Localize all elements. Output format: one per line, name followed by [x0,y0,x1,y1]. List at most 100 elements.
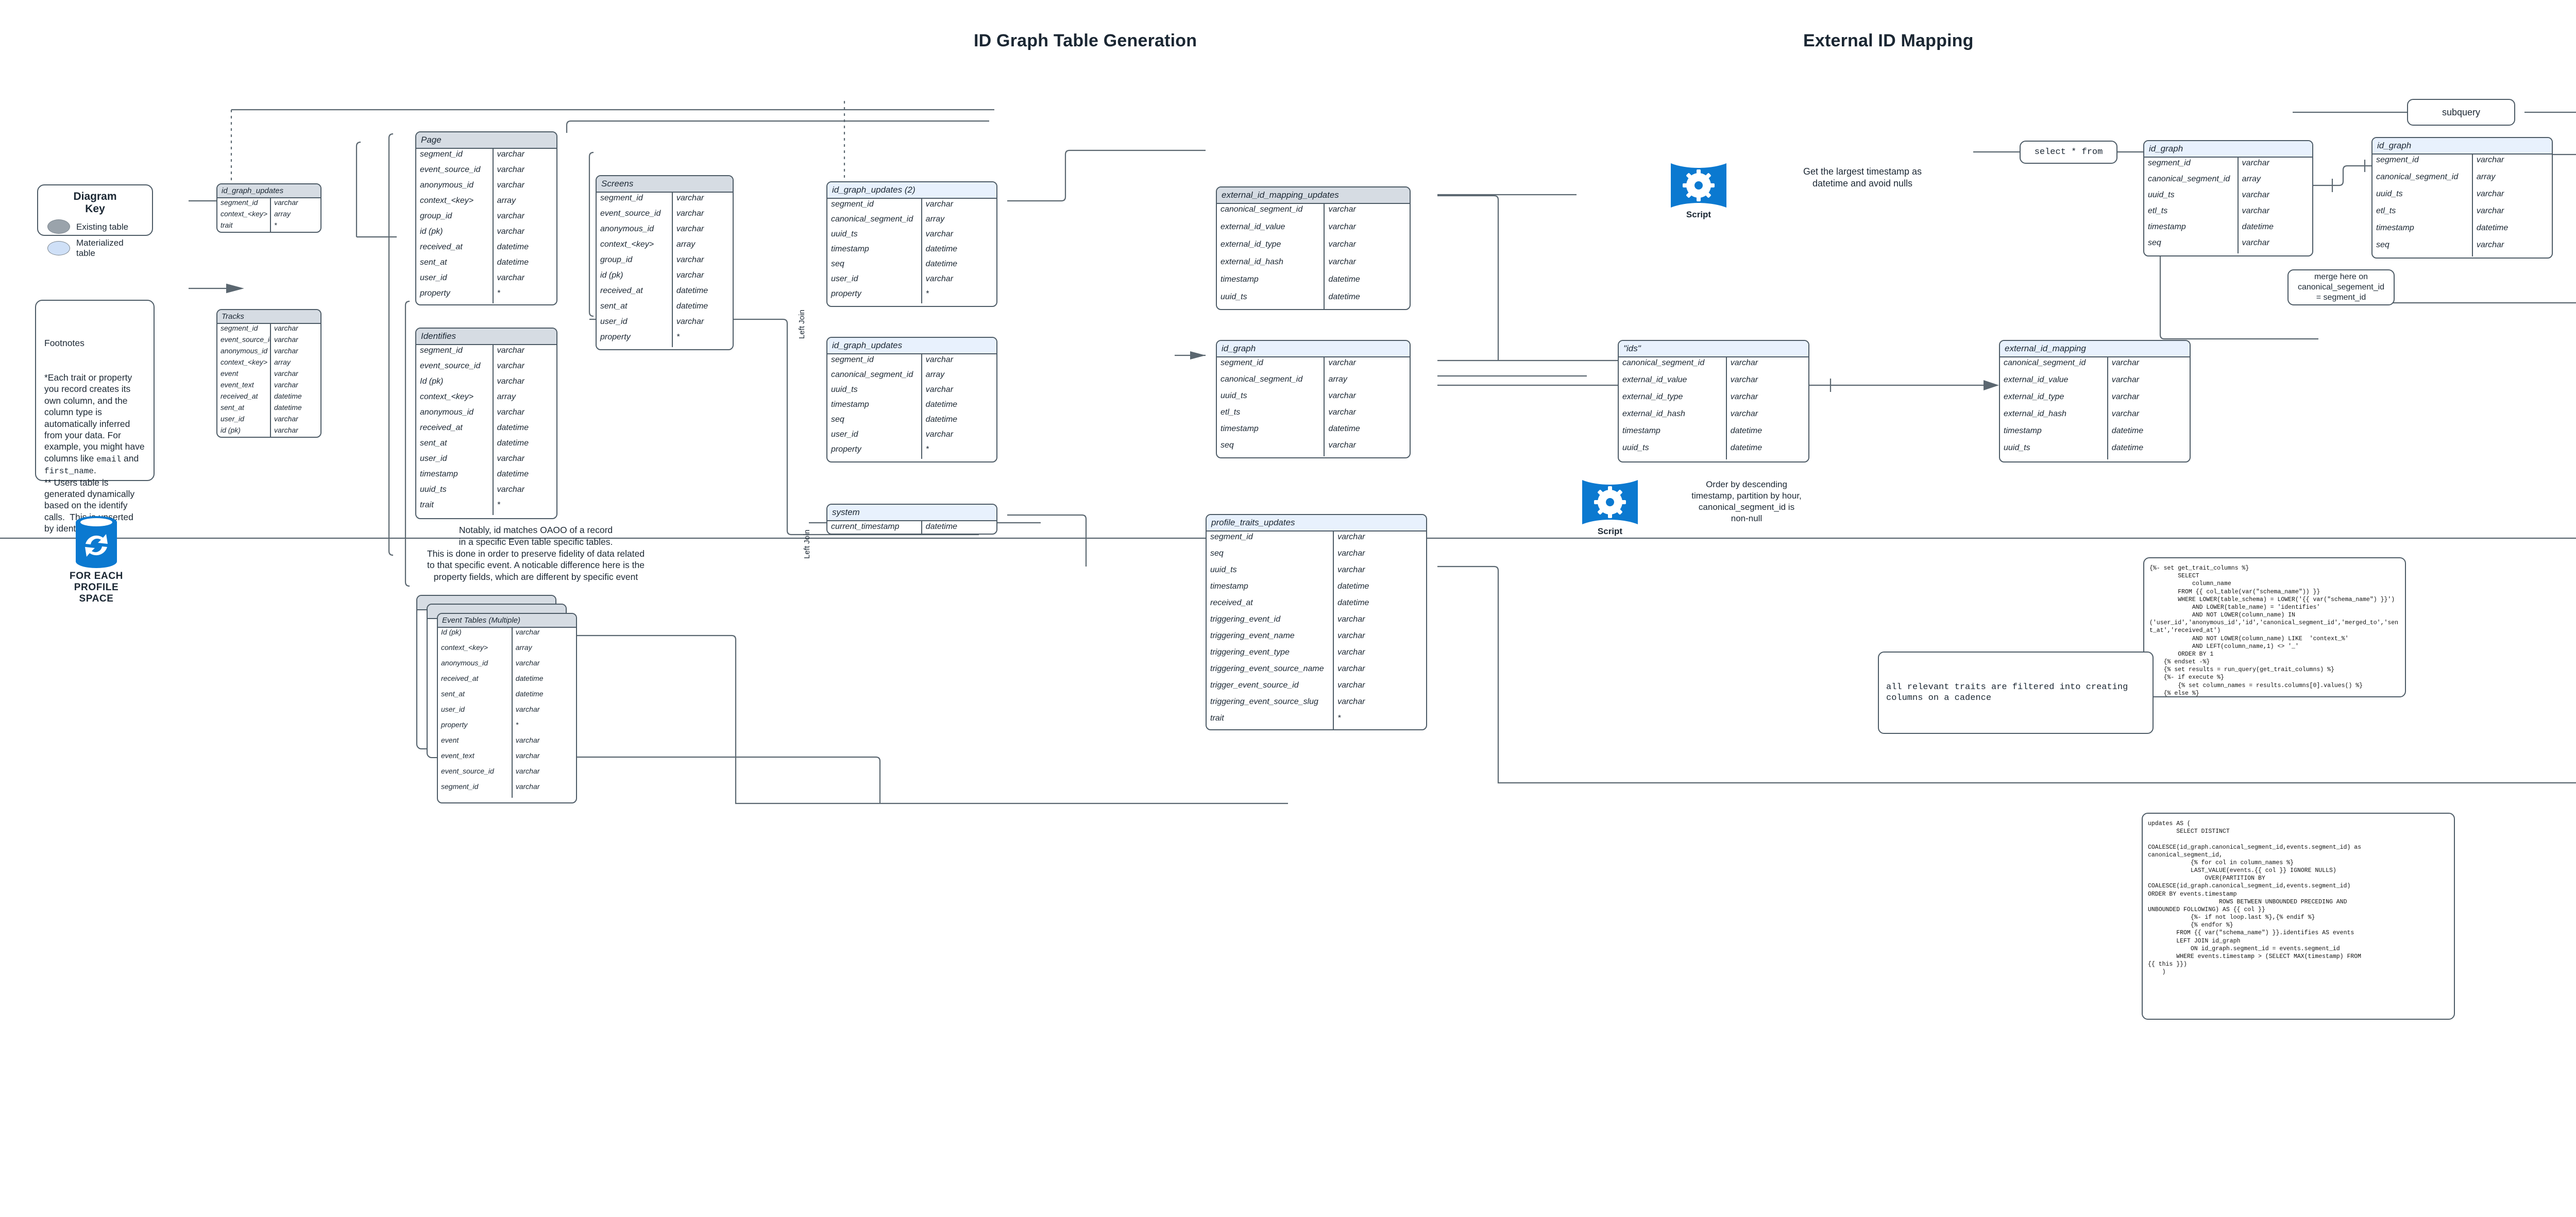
footnotes-mono-first-name: first_name [44,467,94,476]
column-name: etl_ts [2144,205,2239,221]
column-name: seq [1217,439,1325,456]
column-type: varchar [1328,407,1356,417]
entity-table-header-screens: Screens [597,176,733,193]
legend-label-existing: Existing table [76,221,129,232]
entity-table-row: id (pk)varchar [217,426,320,437]
column-type: varchar [2242,158,2269,167]
pill-subquery: subquery [2407,99,2515,126]
column-name: property [597,331,673,347]
column-name: sent_at [416,437,494,453]
column-name: uuid_ts [827,384,922,399]
column-type: varchar [497,376,524,386]
column-type: varchar [2242,190,2269,199]
column-type: varchar [1328,257,1356,266]
column-name: triggering_event_name [1207,630,1334,647]
column-type: varchar [515,782,540,791]
column-name: etl_ts [1217,406,1325,423]
column-type: varchar [274,369,298,378]
column-name: anonymous_id [597,223,673,239]
column-name: received_at [1207,597,1334,614]
footnotes-heading: Footnotes [44,337,84,348]
column-name: anonymous_id [438,659,513,675]
entity-table-header-profile_traits_updates: profile_traits_updates [1207,515,1426,532]
column-name: seq [2144,237,2239,253]
column-type: varchar [515,659,540,667]
column-type: varchar [2111,409,2140,418]
entity-table-row: context_<key>array [217,358,320,370]
column-name: segment_id [217,324,271,336]
entity-table-row: property* [597,331,733,347]
column-type: datetime [497,469,529,478]
column-name: segment_id [597,192,673,208]
entity-table-header-tracks: Tracks [217,310,320,324]
column-name: property [416,287,494,303]
column-type: varchar [676,270,704,280]
column-name: uuid_ts [416,484,494,500]
column-name: external_id_value [2000,374,2108,391]
entity-table-header-event_tables: Event Tables (Multiple) [438,614,576,628]
column-name: seq [2372,239,2473,256]
column-type: varchar [497,485,524,494]
column-type: varchar [1337,548,1365,558]
entity-table-row: context_<key>array [416,391,556,407]
column-type: varchar [497,361,524,370]
column-type: * [925,289,929,298]
column-name: anonymous_id [416,179,494,195]
column-type: datetime [2242,222,2274,231]
column-type: varchar [2111,358,2140,367]
column-name: timestamp [1207,580,1334,597]
column-name: segment_id [1217,357,1325,374]
column-type: varchar [1730,358,1758,367]
note-order-by-descending: Order by descending timestamp, partition… [1691,479,1802,524]
column-type: varchar [515,705,540,714]
column-name: canonical_segment_id [2144,173,2239,190]
column-name: canonical_segment_id [2372,171,2473,188]
column-name: uuid_ts [1217,291,1325,309]
column-name: received_at [416,422,494,438]
column-type: datetime [1730,443,1762,452]
column-name: user_id [217,415,271,426]
column-type: varchar [274,324,298,333]
entity-table-header-identifies: Identifies [416,329,556,345]
column-name: timestamp [2144,221,2239,237]
